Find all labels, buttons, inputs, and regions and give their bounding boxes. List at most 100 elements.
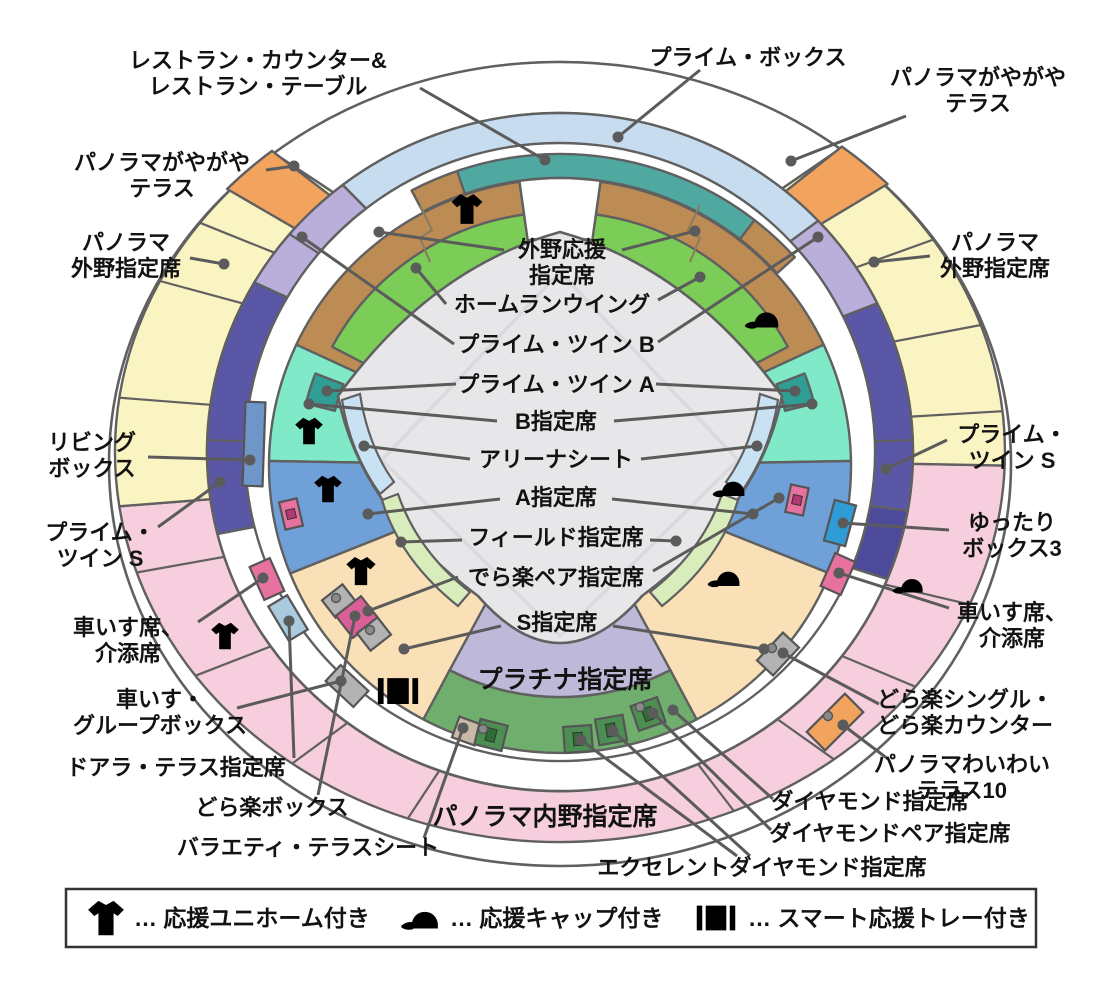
leader-line-s-r	[612, 624, 765, 651]
seat-region-field-seat-right[interactable]	[648, 492, 740, 608]
label-gaya-left: パノラマがやがやテラス	[74, 150, 250, 201]
leader-line-excellent-1	[580, 738, 738, 858]
leader-line-pts-left	[157, 480, 221, 529]
label-dora-single: どら楽シングル・どら楽カウンター	[877, 687, 1053, 738]
leader-line-variety	[422, 727, 465, 839]
label-dera-pair: でら楽ペア指定席	[468, 565, 644, 590]
label-arena: アリーナシート	[479, 447, 633, 472]
leader-dot-wc-right	[833, 567, 845, 579]
ringb-divider	[874, 439, 913, 443]
leader-line-prime-box	[617, 68, 701, 139]
leader-line-gaiya-left	[189, 256, 225, 266]
leader-dot-yuttari	[837, 517, 849, 529]
label-panorama-infield: パノラマ内野指定席	[432, 802, 657, 831]
infield-diamond-outline	[379, 269, 741, 639]
label-gaiya-right: パノラマ外野指定席	[940, 230, 1050, 281]
leader-dot-s-r	[758, 643, 770, 655]
seat-labels: レストラン・カウンター&レストラン・テーブルパノラマがやがやテラスパノラマ外野指…	[45, 45, 1067, 880]
seat-box-dora-box-gray-2[interactable]	[355, 615, 393, 653]
leader-dot-variety	[457, 722, 469, 734]
box-dot	[822, 710, 834, 722]
leader-dot-dora-box	[349, 610, 361, 622]
leader-dot-hrwing-l	[410, 262, 422, 274]
leader-line-hrwing-r	[657, 275, 701, 302]
leader-dot-pta-l	[321, 385, 333, 397]
leader-dot-restaurant	[539, 154, 551, 166]
seat-box-rect	[241, 400, 267, 488]
leader-dot-ptb-l	[296, 231, 308, 243]
legend-label: … 応援キャップ付き	[450, 905, 663, 931]
leader-dot-gaya-right	[785, 155, 797, 167]
label-wc-right: 車いす席、介添席	[957, 600, 1067, 651]
label-dora-box: どら楽ボックス	[195, 795, 348, 820]
ring-divider	[119, 396, 211, 406]
ring-divider	[776, 718, 835, 761]
label-gaya-right: パノラマがやがやテラス	[890, 65, 1066, 116]
label-excellent: エクセレントダイヤモンド指定席	[597, 855, 926, 880]
leader-line-restaurant	[419, 86, 546, 162]
leader-line-dera-l	[367, 575, 459, 613]
seat-box-diamond-box-1[interactable]	[472, 717, 510, 753]
leader-line-a-l	[367, 497, 501, 516]
label-b-seat: B指定席	[515, 409, 597, 434]
leader-line-arena-l	[363, 444, 471, 461]
leader-dot-dora-single	[777, 647, 789, 659]
label-outfield-cheer: 外野応援指定席	[518, 237, 607, 288]
leader-line-excellent-2	[611, 729, 752, 858]
seat-box-inner-mark	[791, 493, 803, 507]
ring-divider	[136, 555, 225, 574]
leader-dot-outfield-l	[373, 226, 385, 238]
leader-dot-diamond-pair	[647, 707, 659, 719]
label-field-seat: フィールド指定席	[468, 525, 644, 550]
label-ptb: プライム・ツイン B	[457, 332, 655, 357]
legend: … 応援ユニホーム付き… 応援キャップ付き… スマート応援トレー付き	[64, 887, 1038, 949]
ring-divider	[406, 769, 441, 820]
label-living: リビングボックス	[48, 430, 136, 481]
seat-box-dera-pair-box-right[interactable]	[783, 483, 811, 517]
leader-dot-dera-r	[773, 492, 785, 504]
leader-line-arena-r	[640, 444, 758, 461]
leader-line-pta-l	[326, 382, 457, 393]
leader-dot-excellent-2	[607, 725, 619, 737]
leader-dot-arena-l	[358, 440, 370, 452]
leader-line-wc-left	[197, 576, 264, 624]
label-diamond: ダイヤモンド指定席	[771, 789, 968, 814]
leader-line-pts-right	[885, 438, 948, 471]
leader-dot-pta-r	[789, 385, 801, 397]
legend-label: … スマート応援トレー付き	[748, 905, 1030, 931]
leader-dot-outfield-r	[689, 225, 701, 237]
label-wc-group: 車いす・グループボックス	[73, 687, 247, 738]
label-a-seat: A指定席	[515, 485, 597, 510]
seat-box-dera-pair-box-left[interactable]	[277, 497, 305, 531]
leader-dot-gaiya-left	[218, 258, 230, 270]
box-dot	[330, 592, 342, 604]
leader-line-hrwing-l	[414, 267, 448, 305]
leader-dot-living	[244, 454, 256, 466]
ringb-divider	[288, 233, 320, 255]
leader-dot-field-l	[395, 536, 407, 548]
leader-line-dora-box	[316, 615, 357, 796]
leader-line-ptb-r	[657, 235, 819, 344]
label-pts-left: プライム・ツイン S	[45, 520, 155, 571]
seat-box-living-box[interactable]	[241, 400, 267, 488]
section-zigzag-divider	[418, 204, 434, 263]
label-wc-left: 車いす席、介添席	[73, 615, 183, 666]
ring-divider	[199, 221, 275, 254]
leader-line-field-l	[400, 538, 463, 544]
leader-dot-pts-right	[880, 463, 892, 475]
leader-dot-diamond	[667, 704, 679, 716]
leader-line-diamond	[672, 708, 774, 801]
leader-line-outfield-l	[378, 230, 505, 252]
leader-line-b-r	[613, 402, 813, 423]
label-restaurant: レストラン・カウンター&レストラン・テーブル	[129, 48, 387, 99]
label-pts-right: プライム・ツイン S	[957, 422, 1067, 473]
leader-dot-waiwai	[837, 719, 849, 731]
leader-line-diamond-pair	[651, 711, 773, 832]
leader-line-waiwai	[842, 723, 889, 761]
leader-line-gaya-right	[790, 114, 907, 163]
leader-line-yuttari	[842, 521, 950, 532]
ring-divider	[697, 763, 735, 812]
seat-box-rect	[355, 615, 393, 653]
